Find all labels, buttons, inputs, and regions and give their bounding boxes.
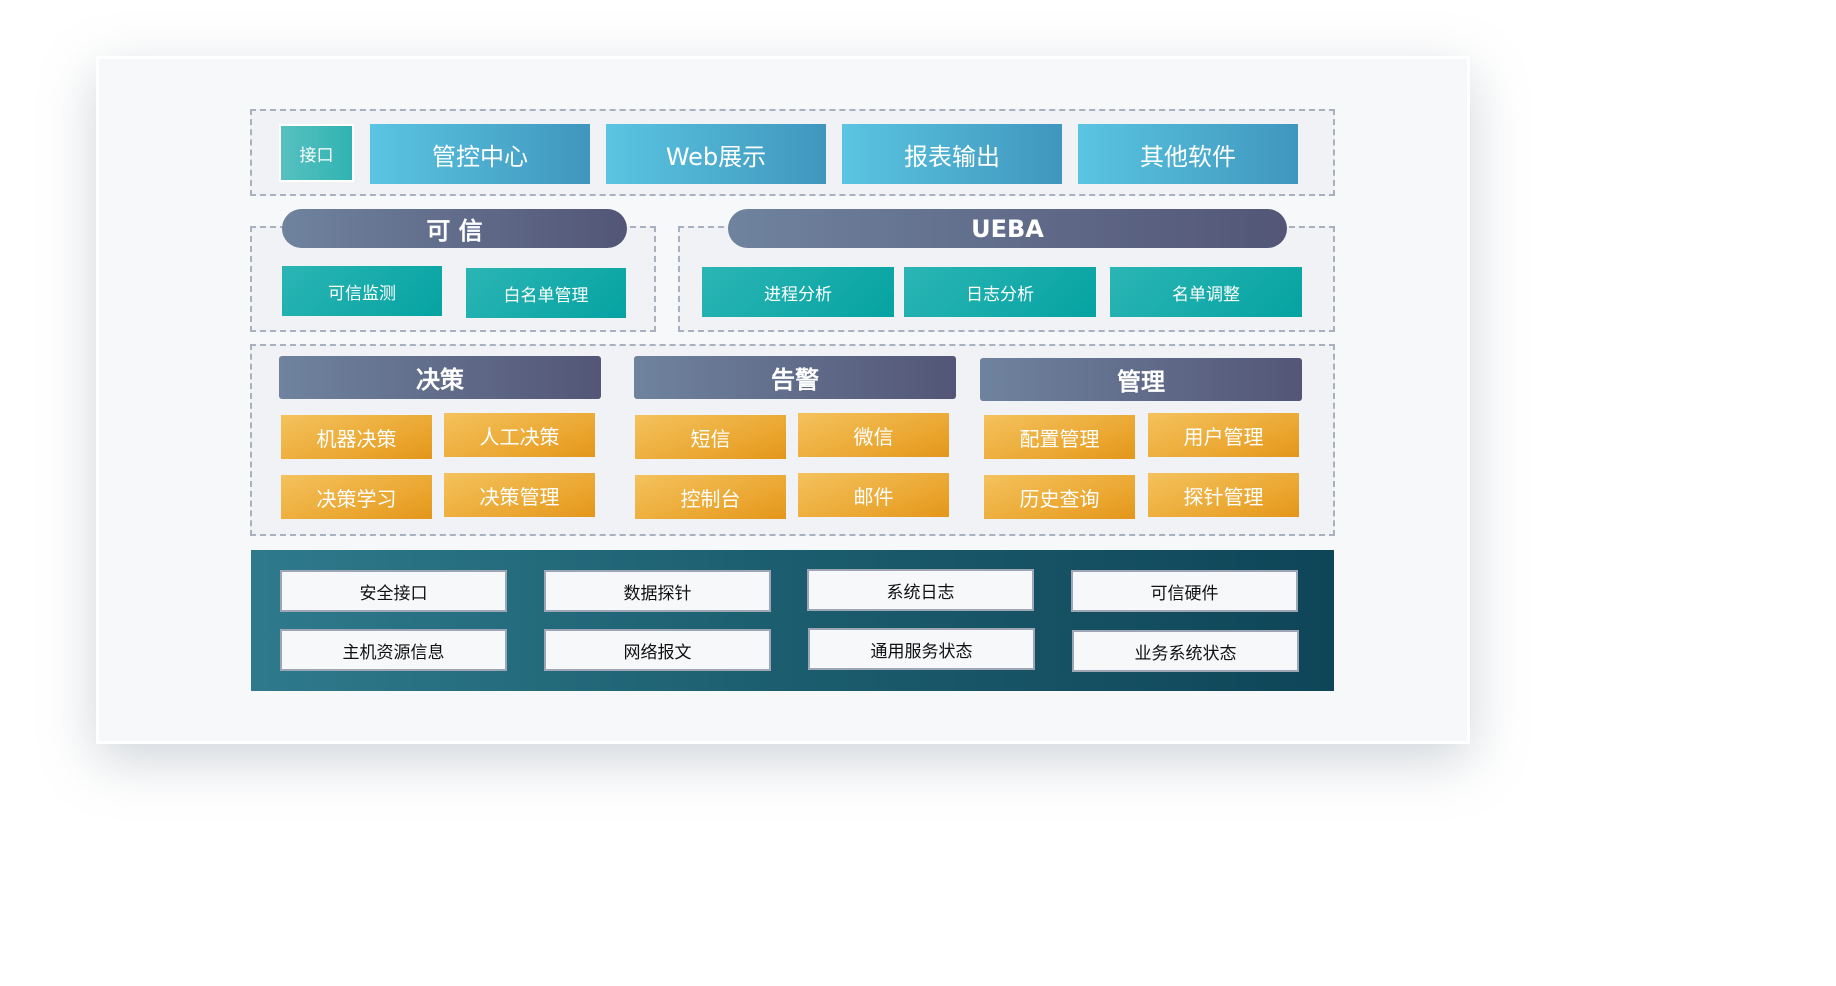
ueba-item: 日志分析 [904,267,1096,317]
group-title: 管理 [1117,368,1165,396]
ueba-item-label: 进程分析 [764,284,832,305]
trusted-item-label: 白名单管理 [503,285,589,306]
data-source-item: 业务系统状态 [1072,630,1299,672]
data-source-label: 业务系统状态 [1134,643,1237,664]
app-label: 其他软件 [1140,142,1236,171]
data-source-item: 可信硬件 [1071,570,1298,612]
group-item: 决策管理 [444,473,595,517]
group-item: 控制台 [635,475,786,519]
group-item-label: 机器决策 [316,426,397,451]
data-source-item: 网络报文 [544,629,771,671]
data-source-label: 系统日志 [886,582,955,603]
ueba-item-label: 日志分析 [966,284,1034,305]
data-source-label: 安全接口 [359,583,428,604]
app-box-report: 报表输出 [842,124,1062,184]
data-source-item: 数据探针 [544,570,771,612]
data-source-item: 通用服务状态 [808,628,1035,670]
group-item-label: 决策学习 [316,486,397,511]
group-header-alert: 告警 [634,356,956,399]
group-item-label: 微信 [853,424,894,449]
data-source-label: 网络报文 [623,642,692,663]
group-item: 短信 [635,415,786,459]
group-item-label: 决策管理 [479,484,560,509]
data-source-label: 通用服务状态 [870,641,973,662]
group-header-management: 管理 [980,358,1302,401]
ueba-item: 名单调整 [1110,267,1302,317]
app-box-other: 其他软件 [1078,124,1298,184]
interface-box: 接口 [279,124,354,182]
app-box-web: Web展示 [606,124,826,184]
data-source-item: 安全接口 [280,570,507,612]
group-item: 探针管理 [1148,473,1299,517]
group-item-label: 探针管理 [1183,484,1264,509]
group-title: 决策 [416,366,464,394]
data-source-label: 主机资源信息 [342,642,445,663]
app-label: Web展示 [665,142,767,171]
trusted-item-label: 可信监测 [328,283,396,304]
group-item: 决策学习 [281,475,432,519]
group-item-label: 邮件 [853,484,894,509]
data-source-item: 系统日志 [807,569,1034,611]
app-box-control-center: 管控中心 [370,124,590,184]
group-item: 机器决策 [281,415,432,459]
trusted-title: 可 信 [282,209,627,248]
group-item: 人工决策 [444,413,595,457]
group-title: 告警 [771,366,819,394]
group-item: 配置管理 [984,415,1135,459]
group-item-label: 用户管理 [1183,424,1264,449]
app-label: 报表输出 [904,142,1000,171]
trusted-item: 白名单管理 [466,268,626,318]
interface-label: 接口 [299,145,334,166]
group-item-label: 人工决策 [479,424,560,449]
group-item-label: 控制台 [680,486,741,511]
group-item: 微信 [798,413,949,457]
app-label: 管控中心 [432,142,528,171]
group-item-label: 短信 [690,426,731,451]
data-source-item: 主机资源信息 [280,629,507,671]
group-item-label: 历史查询 [1019,486,1100,511]
ueba-title: UEBA [728,209,1287,248]
group-header-decision: 决策 [279,356,601,399]
group-item-label: 配置管理 [1019,426,1100,451]
group-item: 历史查询 [984,475,1135,519]
trusted-item: 可信监测 [282,266,442,316]
data-source-label: 可信硬件 [1150,583,1219,604]
trusted-title-label: 可 信 [426,217,483,245]
group-item: 用户管理 [1148,413,1299,457]
ueba-title-label: UEBA [971,214,1044,243]
ueba-item: 进程分析 [702,267,894,317]
ueba-item-label: 名单调整 [1172,284,1240,305]
data-source-label: 数据探针 [623,583,692,604]
group-item: 邮件 [798,473,949,517]
